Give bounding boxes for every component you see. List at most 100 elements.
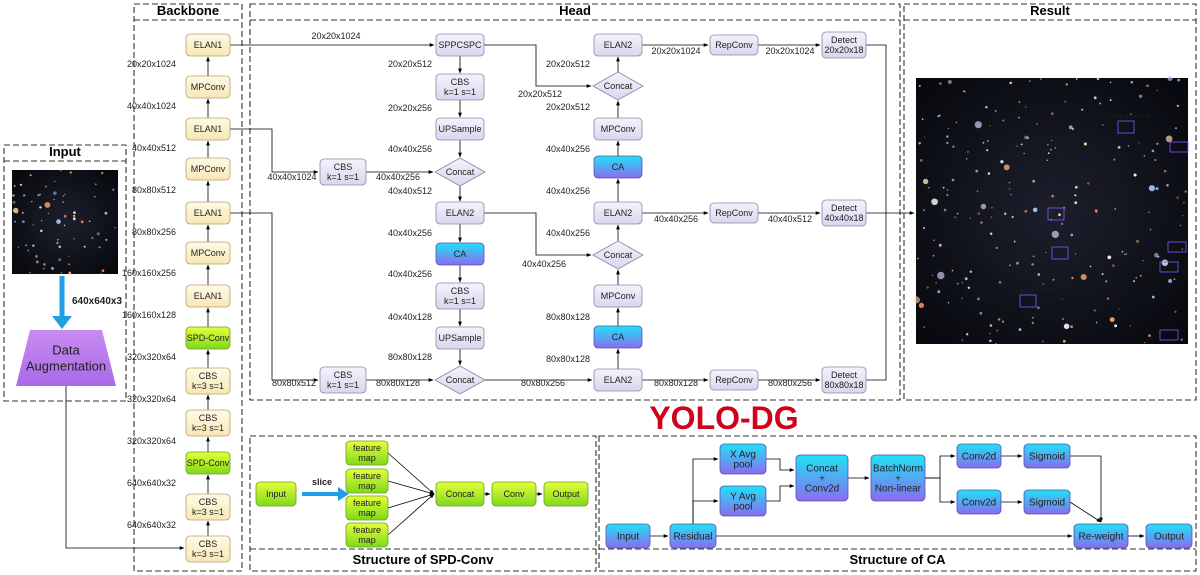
node-b-mp3 bbox=[185, 241, 231, 265]
star bbox=[954, 216, 957, 219]
star bbox=[39, 206, 42, 209]
diagram-title: YOLO-DG bbox=[649, 400, 798, 436]
star bbox=[955, 121, 958, 124]
edge-label: 20x20x1024 bbox=[765, 46, 814, 56]
star bbox=[62, 195, 65, 197]
star bbox=[989, 339, 992, 343]
edge-aug-to-b-cbs4 bbox=[65, 386, 185, 550]
node-h-elan2-top-label: ELAN2 bbox=[604, 40, 633, 50]
star bbox=[1003, 164, 1010, 171]
panel-ca bbox=[598, 435, 1197, 572]
node-aug bbox=[16, 330, 116, 386]
node-s-conv-label: Conv bbox=[503, 489, 525, 499]
star bbox=[1025, 106, 1027, 108]
node-b-cbs1-label: k=3 s=1 bbox=[192, 381, 224, 391]
star bbox=[1000, 160, 1004, 164]
node-aug-label: Augmentation bbox=[26, 359, 106, 374]
node-c-concat bbox=[795, 454, 849, 502]
star bbox=[917, 257, 919, 260]
star bbox=[982, 141, 985, 144]
star bbox=[946, 141, 949, 144]
star bbox=[1127, 145, 1130, 147]
star bbox=[1036, 306, 1040, 310]
node-s-input-label: Input bbox=[266, 489, 287, 499]
star bbox=[1130, 113, 1132, 116]
star bbox=[918, 302, 925, 309]
result-image-background bbox=[916, 78, 1188, 344]
node-c-sig-b-label: Sigmoid bbox=[1029, 498, 1065, 509]
node-c-residual-label: Residual bbox=[674, 532, 713, 543]
star bbox=[1105, 280, 1108, 283]
edge-label: 40x40x256 bbox=[388, 269, 432, 279]
star bbox=[1154, 158, 1157, 162]
star bbox=[1068, 125, 1073, 130]
edge-label: 40x40x512 bbox=[768, 214, 812, 224]
star bbox=[1081, 108, 1084, 111]
node-h-elan2-bot-label: ELAN2 bbox=[604, 375, 633, 385]
node-h-ca-c bbox=[593, 325, 643, 349]
star bbox=[1133, 280, 1135, 283]
node-c-output-label: Output bbox=[1154, 532, 1184, 543]
node-b-cbs4 bbox=[185, 535, 231, 563]
edge-label: 40x40x1024 bbox=[127, 101, 176, 111]
edge-label: 40x40x128 bbox=[388, 312, 432, 322]
star bbox=[1071, 127, 1074, 130]
star bbox=[918, 142, 921, 145]
star bbox=[1180, 338, 1183, 341]
node-c-sig-a bbox=[1023, 443, 1071, 469]
star bbox=[989, 125, 991, 127]
node-c-input bbox=[605, 523, 651, 549]
edge-label: 80x80x128 bbox=[546, 312, 590, 322]
detection-label: dwarf galaxy 0.00 bbox=[1014, 288, 1053, 294]
node-h-det1-label: Detect bbox=[831, 35, 858, 45]
node-b-elan1-a-label: ELAN1 bbox=[194, 40, 223, 50]
star bbox=[53, 191, 57, 196]
input-image bbox=[12, 169, 118, 275]
star bbox=[937, 271, 945, 280]
node-b-cbs1 bbox=[185, 367, 231, 395]
panel-title-input: Input bbox=[49, 144, 81, 159]
star bbox=[1109, 317, 1115, 323]
edge-label: 40x40x256 bbox=[522, 259, 566, 269]
star bbox=[1183, 201, 1185, 204]
star bbox=[943, 208, 947, 212]
edge-label: 40x40x256 bbox=[388, 228, 432, 238]
star bbox=[926, 286, 929, 289]
node-c-bn-label: + bbox=[895, 474, 901, 485]
edge-label: 40x40x256 bbox=[546, 144, 590, 154]
star bbox=[1133, 173, 1137, 177]
star bbox=[1023, 152, 1025, 155]
edge-c-yavg-to-c-concat bbox=[766, 484, 795, 502]
star bbox=[966, 158, 968, 160]
star bbox=[47, 212, 50, 215]
node-h-det2 bbox=[821, 199, 867, 227]
edge-h-elan2-a-to-h-concat-mid bbox=[484, 212, 592, 257]
node-h-concat-b-label: Concat bbox=[446, 375, 475, 385]
node-s-fm1-label: feature bbox=[353, 443, 381, 453]
node-h-elan2-mid-label: ELAN2 bbox=[604, 208, 633, 218]
star bbox=[73, 214, 76, 217]
node-b-cbs4-label: CBS bbox=[199, 539, 218, 549]
star bbox=[1117, 146, 1121, 149]
star bbox=[986, 149, 989, 152]
star bbox=[1036, 122, 1038, 125]
node-h-rep2 bbox=[709, 202, 759, 224]
node-b-mp1 bbox=[185, 75, 231, 99]
star bbox=[88, 220, 91, 223]
star bbox=[939, 82, 942, 85]
star bbox=[977, 212, 981, 215]
star bbox=[1050, 148, 1052, 151]
node-s-fm3 bbox=[345, 495, 389, 521]
star bbox=[1032, 255, 1035, 258]
star bbox=[1020, 143, 1023, 146]
star bbox=[1010, 193, 1012, 196]
edge-b-elan1-b-to-h-cbs-l1 bbox=[230, 128, 319, 174]
node-b-spd2-label: SPD-Conv bbox=[187, 458, 230, 468]
node-h-ups-a-label: UPSample bbox=[438, 124, 481, 134]
star bbox=[995, 246, 998, 249]
node-c-yavg bbox=[719, 485, 767, 517]
detection-box bbox=[1167, 241, 1187, 253]
edge-label: 40x40x256 bbox=[654, 214, 698, 224]
star bbox=[1075, 78, 1078, 80]
star bbox=[1113, 158, 1116, 161]
